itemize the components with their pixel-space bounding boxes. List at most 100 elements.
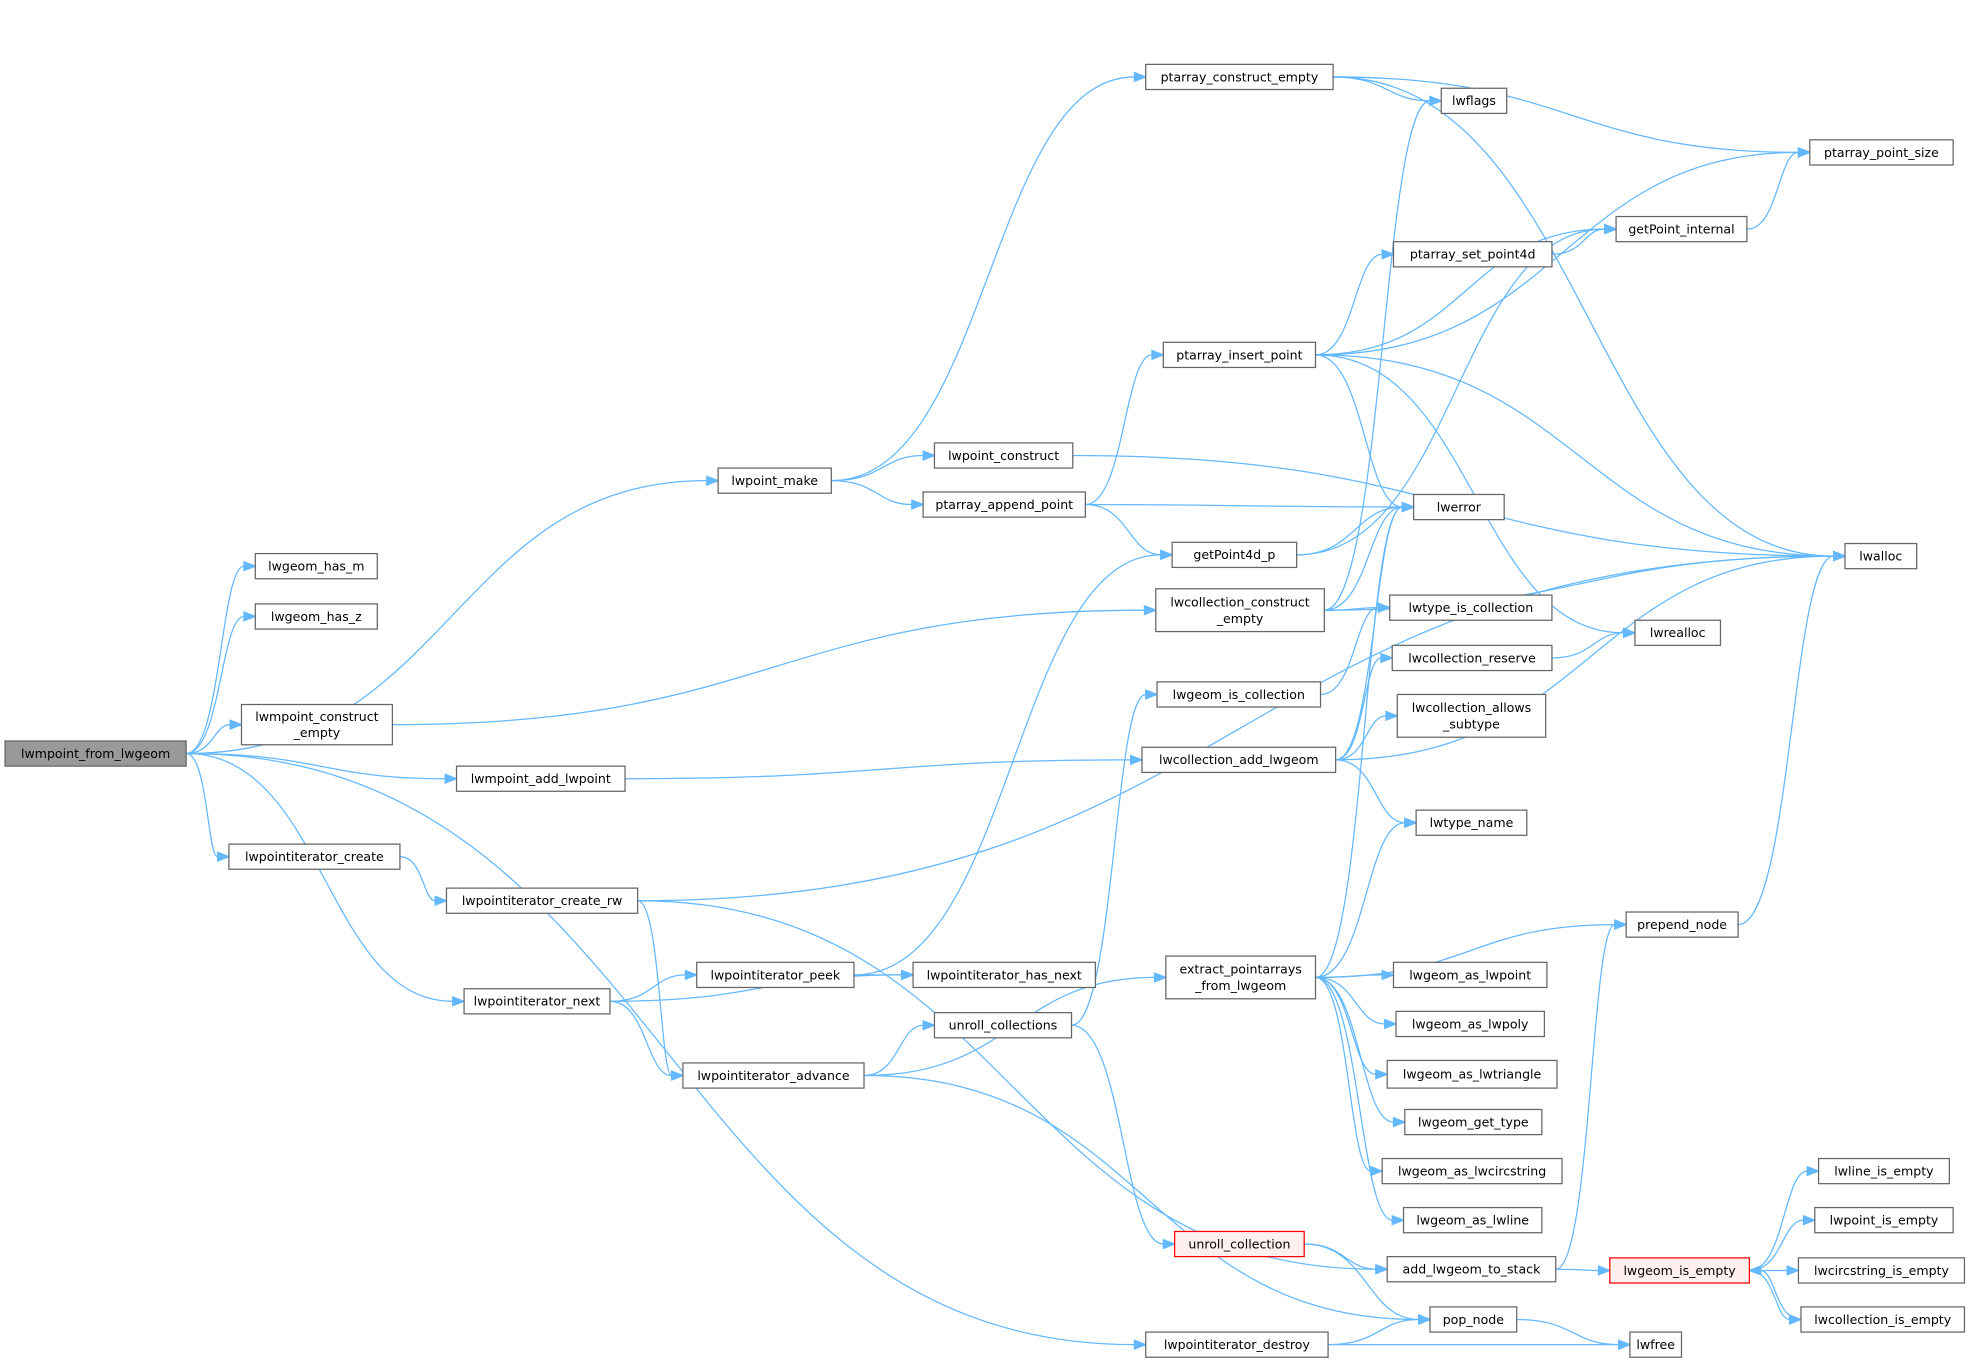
- node-box: [1174, 1230, 1305, 1258]
- node-box: [1415, 809, 1528, 836]
- node-gpi[interactable]: getPoint_internal: [1615, 215, 1748, 243]
- node-as-pt[interactable]: lwgeom_as_lwpoint: [1392, 961, 1548, 989]
- node-gp4d[interactable]: getPoint4d_p: [1171, 541, 1298, 569]
- arrowhead-icon: [1160, 549, 1174, 561]
- node-it-next[interactable]: lwpointiterator_next: [463, 988, 611, 1015]
- node-it-hasnext[interactable]: lwpointiterator_has_next: [912, 961, 1097, 989]
- node-as-line[interactable]: lwgeom_as_lwline: [1402, 1206, 1543, 1234]
- node-label: lwpointiterator_destroy: [1164, 1337, 1311, 1352]
- arrowhead-icon: [1145, 689, 1159, 700]
- node-col-res[interactable]: lwcollection_reserve: [1391, 644, 1553, 672]
- edge-line: [1071, 693, 1146, 1026]
- node-has-z[interactable]: lwgeom_has_z: [254, 603, 378, 630]
- edge-line: [864, 1024, 924, 1077]
- node-it-adv[interactable]: lwpointiterator_advance: [682, 1062, 865, 1089]
- node-label: lwtype_name: [1430, 815, 1514, 830]
- node-mp-ce[interactable]: lwmpoint_construct_empty: [240, 703, 394, 746]
- node-label: lwmpoint_add_lwpoint: [471, 771, 611, 786]
- node-is-empty[interactable]: lwgeom_is_empty: [1609, 1257, 1751, 1284]
- edge-line: [864, 1074, 1419, 1321]
- node-as-poly[interactable]: lwgeom_as_lwpoly: [1395, 1010, 1546, 1038]
- node-col-allow[interactable]: lwcollection_allows_subtype: [1396, 693, 1547, 738]
- node-pt-empty[interactable]: lwpoint_is_empty: [1814, 1206, 1954, 1234]
- node-alloc[interactable]: lwalloc: [1844, 542, 1918, 570]
- node-label: lwpointiterator_has_next: [927, 967, 1082, 982]
- node-pa-ps[interactable]: ptarray_point_size: [1809, 139, 1954, 166]
- node-label: lwcollection_construct: [1170, 594, 1309, 609]
- node-box: [1155, 588, 1325, 633]
- edge-it_rw-to-it_adv: [637, 900, 685, 1081]
- node-label: _from_lwgeom: [1194, 978, 1286, 993]
- edge-col_add-to-tname: [1335, 759, 1418, 829]
- arrowhead-icon: [1391, 1214, 1406, 1226]
- node-box: [1615, 215, 1748, 243]
- node-col-empty[interactable]: lwcollection_is_empty: [1800, 1306, 1966, 1333]
- node-free[interactable]: lwfree: [1629, 1331, 1683, 1358]
- arrowhead-icon: [1797, 147, 1812, 158]
- node-has-m[interactable]: lwgeom_has_m: [254, 552, 378, 580]
- node-box: [1141, 746, 1337, 774]
- node-label: lwpointiterator_next: [474, 994, 601, 1009]
- node-pa-app[interactable]: ptarray_append_point: [922, 491, 1086, 518]
- node-it-rw[interactable]: lwpointiterator_create_rw: [445, 887, 639, 914]
- node-it-peek[interactable]: lwpointiterator_peek: [696, 961, 855, 989]
- node-label: add_lwgeom_to_stack: [1403, 1262, 1542, 1277]
- node-flags[interactable]: lwflags: [1440, 87, 1508, 115]
- edge-pa_ce-to-pa_ps: [1333, 76, 1812, 158]
- node-label: _empty: [293, 725, 341, 740]
- node-get-type[interactable]: lwgeom_get_type: [1404, 1108, 1543, 1136]
- edge-pa_app-to-pa_ins: [1085, 349, 1166, 506]
- node-prepend[interactable]: prepend_node: [1625, 911, 1739, 938]
- edge-line: [392, 609, 1145, 726]
- arrowhead-icon: [243, 560, 258, 572]
- node-mp-add[interactable]: lwmpoint_add_lwpoint: [455, 765, 626, 792]
- edge-unrolls-to-is_col: [1071, 689, 1159, 1026]
- node-unroll[interactable]: unroll_collection: [1174, 1230, 1305, 1258]
- edge-line: [1315, 506, 1403, 979]
- node-pt-make[interactable]: lwpoint_make: [717, 467, 832, 494]
- node-from[interactable]: lwmpoint_from_lwgeom: [4, 740, 187, 767]
- node-col-ce[interactable]: lwcollection_construct_empty: [1155, 588, 1325, 633]
- edge-pa_ce-to-alloc: [1333, 76, 1847, 562]
- node-label: lwcollection_allows: [1412, 700, 1532, 715]
- node-pt-con[interactable]: lwpoint_construct: [933, 442, 1074, 469]
- node-extract[interactable]: extract_pointarrays_from_lwgeom: [1165, 955, 1317, 1000]
- edge-line: [185, 752, 219, 858]
- arrowhead-icon: [1401, 501, 1416, 513]
- node-label: ptarray_set_point4d: [1410, 247, 1536, 262]
- node-is-col[interactable]: lwgeom_is_collection: [1156, 681, 1322, 708]
- node-circ-empty[interactable]: lwcircstring_is_empty: [1797, 1257, 1966, 1284]
- edges-layer: [185, 71, 1847, 1350]
- node-label: lwmpoint_from_lwgeom: [21, 746, 170, 761]
- arrowhead-icon: [922, 450, 937, 461]
- node-box: [228, 843, 401, 870]
- node-as-circ[interactable]: lwgeom_as_lwcircstring: [1381, 1157, 1563, 1185]
- node-label: lwcollection_is_empty: [1814, 1312, 1952, 1327]
- node-box: [1381, 1157, 1563, 1185]
- arrowhead-icon: [1153, 972, 1168, 983]
- node-col-add[interactable]: lwcollection_add_lwgeom: [1141, 746, 1337, 774]
- node-box: [254, 552, 378, 580]
- node-realloc[interactable]: lwrealloc: [1634, 619, 1722, 647]
- node-unrolls[interactable]: unroll_collections: [933, 1012, 1073, 1039]
- node-it-destroy[interactable]: lwpointiterator_destroy: [1145, 1331, 1329, 1358]
- node-line-empty[interactable]: lwline_is_empty: [1817, 1157, 1950, 1185]
- arrowhead-icon: [1370, 1165, 1384, 1177]
- node-err[interactable]: lwerror: [1412, 493, 1505, 521]
- arrowhead-icon: [1786, 1265, 1801, 1276]
- node-tname[interactable]: lwtype_name: [1415, 809, 1528, 836]
- edge-extract-to-err: [1315, 501, 1416, 979]
- arrowhead-icon: [434, 895, 449, 907]
- node-as-tri[interactable]: lwgeom_as_lwtriangle: [1386, 1059, 1558, 1089]
- node-pa-ce[interactable]: ptarray_construct_empty: [1145, 63, 1334, 91]
- node-pop[interactable]: pop_node: [1429, 1306, 1518, 1333]
- node-it-create[interactable]: lwpointiterator_create: [228, 843, 401, 870]
- node-box: [445, 887, 639, 914]
- node-pa-set[interactable]: ptarray_set_point4d: [1392, 241, 1553, 268]
- node-label: lwpoint_make: [731, 473, 818, 488]
- node-add-stack[interactable]: add_lwgeom_to_stack: [1386, 1255, 1557, 1283]
- edge-line: [1324, 100, 1431, 611]
- node-t-is-col[interactable]: lwtype_is_collection: [1389, 594, 1553, 621]
- node-pa-ins[interactable]: ptarray_insert_point: [1162, 341, 1317, 369]
- arrowhead-icon: [1617, 1339, 1632, 1350]
